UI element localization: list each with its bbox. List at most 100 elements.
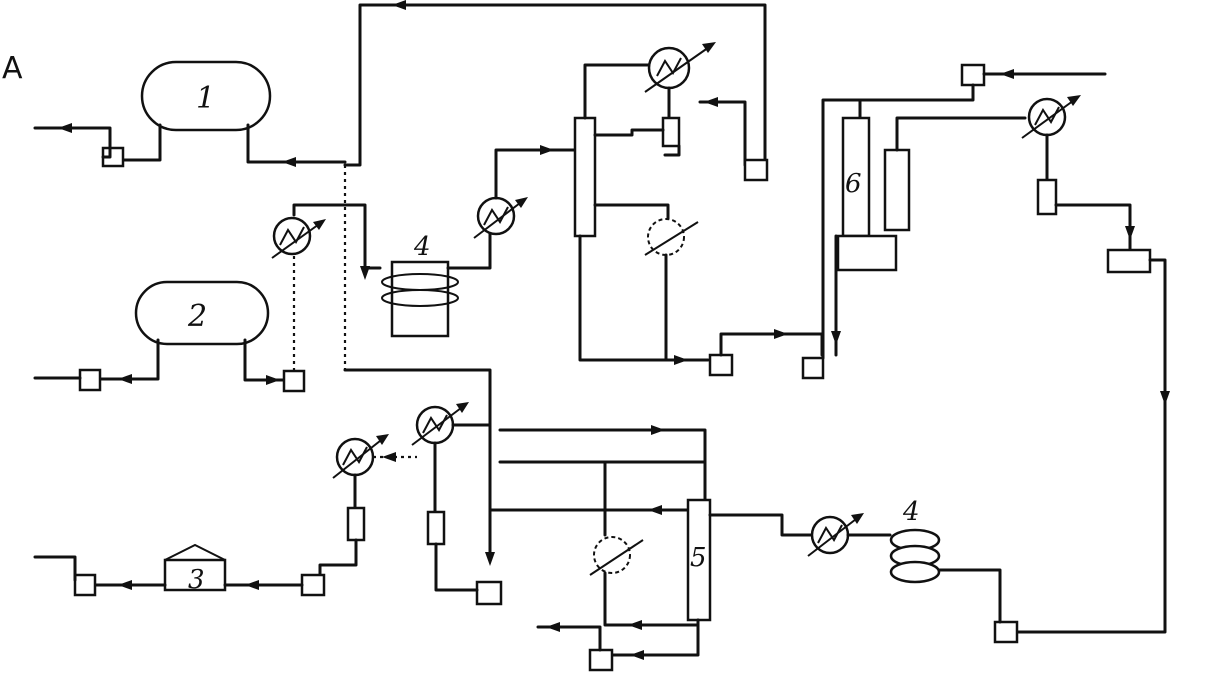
pump-lower-column5 (588, 648, 614, 672)
top-return-line (343, 3, 767, 167)
column-to-bottom-pump (578, 234, 710, 362)
heat-exchanger-lower-right-arrow (807, 515, 861, 557)
feed-to-coil-top (343, 203, 382, 270)
column-bottom-line (593, 203, 670, 224)
heat-exchanger-lower-2-arrow (332, 436, 386, 479)
coil-bottom-to-pump (937, 568, 1002, 624)
column5-top-arrow (651, 425, 665, 435)
tank2-right-arrow (266, 375, 280, 385)
separator-to-tank (1054, 203, 1132, 252)
hx-to-column-line (494, 148, 577, 200)
unit3-pump2-arrow (245, 580, 259, 590)
column-6-label: 6 (845, 169, 862, 199)
recycle-line (698, 100, 747, 167)
right-down-arrow (1160, 391, 1170, 405)
feed-top-right-arrow (1000, 69, 1014, 79)
condenser-right-arrow (1021, 97, 1078, 139)
pump-tank2-right (282, 369, 306, 393)
tank-1-label: 1 (196, 81, 215, 116)
heat-exchanger-lower-1-arrow (411, 404, 466, 446)
lower-down-arrow (485, 552, 495, 566)
heat-exchanger-mid-top-arrow (473, 199, 525, 239)
top-return-arrow (392, 0, 406, 10)
condenser-top-coil (656, 57, 682, 77)
feed-coil-arrow (360, 266, 370, 280)
tank1-return-arrow (282, 157, 296, 167)
unit3-outlet-arrow (118, 580, 132, 590)
pump-top-far-right (960, 63, 986, 87)
condenser-right-arrowhead (1067, 95, 1081, 106)
receiver-lower-2 (346, 506, 366, 542)
to-column-arrow (540, 145, 554, 155)
condenser-top-arrowhead (702, 42, 716, 53)
unit-3-roof (164, 543, 226, 561)
unit-3-label: 3 (188, 565, 205, 595)
column-top (573, 116, 597, 238)
heat-exchanger-mid-top-arrowhead (515, 197, 528, 208)
reboiler-lower-arrowhead (628, 620, 642, 630)
recycle-arrow (704, 97, 718, 107)
pump-middle (708, 353, 734, 377)
pump-lower-far-left (73, 573, 97, 597)
heat-exchanger-lower-right-arrowhead (851, 513, 864, 524)
pump-bottom-right (993, 620, 1019, 644)
tank1-left-outlet (116, 123, 162, 162)
tank-right (1106, 248, 1152, 274)
pump-middle-to-column6 (719, 332, 824, 357)
reboiler-top-arrow (644, 221, 699, 256)
column5-outlet-arrow (546, 622, 560, 632)
receiver-to-pump-line (663, 144, 681, 157)
hx-left-top-line (292, 203, 347, 217)
tank1-outlet-arrow (58, 123, 72, 133)
separator-tank-arrow (1125, 226, 1135, 240)
heat-exchanger-lower-2-arrowhead (376, 434, 389, 445)
heat-exchanger-lower-1-arrowhead (456, 402, 469, 413)
tank1-right-line (246, 123, 347, 164)
column-6 (841, 116, 871, 238)
reboiler-lower (593, 536, 631, 574)
line-to-column5-top (498, 428, 707, 502)
tank-1 (140, 60, 272, 132)
hx-lower-2-arrowhead-line (382, 452, 396, 462)
heat-exchanger-left-arrow (271, 221, 323, 259)
pump-top-right (743, 158, 769, 182)
pump-top-far-right-down (858, 83, 975, 102)
receiver-lower-2-down (318, 538, 358, 580)
tank-2-label: 2 (187, 299, 207, 334)
right-return-line (1016, 258, 1167, 634)
coil-reactor-4-bottom-3 (889, 560, 941, 584)
coil-4-bottom-label: 4 (902, 497, 920, 527)
coil-to-hx-line (446, 218, 492, 270)
to-bottom-pump-arrow (674, 355, 688, 365)
pump-column6-up (821, 98, 862, 360)
far-left-outlet (33, 555, 77, 582)
heat-exchanger-left-coil (279, 226, 305, 246)
tank-2 (134, 280, 270, 346)
column-top-reflux (583, 63, 652, 120)
receiver-top (661, 116, 681, 148)
column-5-label: 5 (690, 543, 707, 573)
coil-top-loop-2 (381, 289, 459, 307)
column-6-side-vessel (883, 148, 911, 232)
to-column6-arrow (774, 329, 788, 339)
coil-4-top-label: 4 (413, 232, 431, 262)
pump-column6 (801, 356, 825, 380)
receiver-to-column (593, 128, 665, 137)
column5-feed-arrow (648, 505, 662, 515)
separator-right (1036, 178, 1058, 216)
column-6-base (836, 234, 898, 272)
reboiler-lower-arrow (589, 539, 644, 576)
receiver-lower-1-down (434, 542, 479, 592)
tank1-outlet-line (33, 126, 112, 159)
column5-bottom-arrow (630, 650, 644, 660)
tank2-left-line (98, 338, 160, 381)
pump-tank2-left (78, 368, 102, 392)
line-to-column5-mid (498, 460, 607, 537)
pump-lower-2 (300, 573, 326, 597)
column5-outlet (536, 625, 602, 652)
unit-3 (163, 558, 227, 592)
reboiler-lower-down (603, 571, 700, 627)
tank2-arrow (118, 374, 132, 384)
heat-exchanger-left-arrowhead (313, 219, 326, 230)
